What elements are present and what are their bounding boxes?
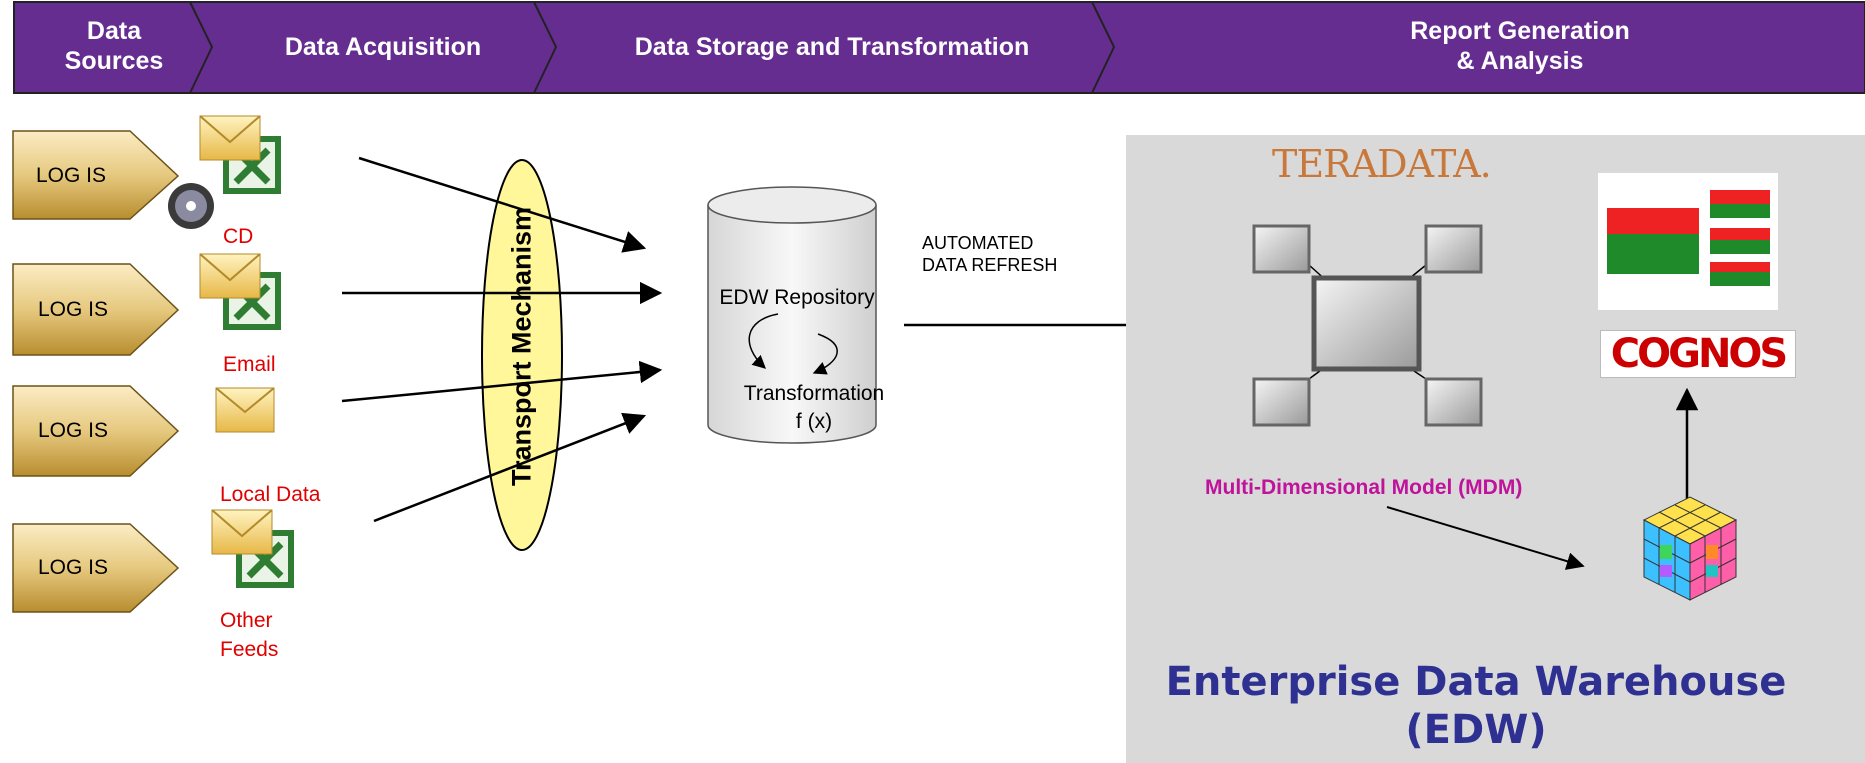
email-excel-icon-3 xyxy=(211,509,294,588)
log-is-label-3: LOG IS xyxy=(38,419,109,442)
header-stage-storage: Data Storage and Transformation xyxy=(634,33,1030,61)
header-divider-2 xyxy=(533,1,558,94)
header-stage-data-acquisition: Data Acquisition xyxy=(284,33,482,61)
log-shape-4 xyxy=(12,523,180,613)
email-excel-icon-2 xyxy=(199,253,281,330)
edw-title: Enterprise Data Warehouse(EDW) xyxy=(1165,659,1787,753)
transport-ellipse xyxy=(481,159,563,551)
star-schema-icon xyxy=(1252,224,1483,427)
mdm-label: Multi-Dimensional Model (MDM) xyxy=(1205,476,1523,499)
header-stage-report: Report Generation& Analysis xyxy=(1410,17,1630,75)
repository-cylinder xyxy=(707,205,877,444)
cd-icon xyxy=(168,183,214,229)
arrow-feed-4 xyxy=(373,412,647,523)
transport-mechanism-label: Transport Mechanism xyxy=(506,206,537,487)
log-shape-2 xyxy=(12,263,180,356)
log-shape-1 xyxy=(12,130,180,220)
report-chart-icon xyxy=(1598,173,1778,310)
feed-label-email: Email xyxy=(223,353,276,376)
log-shape-3 xyxy=(12,385,180,477)
log-is-label-2: LOG IS xyxy=(38,298,109,321)
cycle-arrow-1 xyxy=(748,313,779,369)
header-divider-1 xyxy=(189,1,214,94)
header-band xyxy=(13,1,1865,94)
transport-mechanism: Transport Mechanism xyxy=(482,160,562,550)
log-is-label-1: LOG IS xyxy=(36,164,107,187)
teradata-logo: TERADATA. xyxy=(1272,142,1492,186)
cube-icon xyxy=(1642,496,1738,601)
mdm-to-cube-arrow xyxy=(1386,506,1585,570)
header-divider-3 xyxy=(1091,1,1116,94)
arrow-feed-3 xyxy=(341,360,663,403)
repository-name: EDW Repository xyxy=(719,286,875,309)
email-icon xyxy=(215,387,275,433)
feed-label-cd: CD xyxy=(223,225,254,248)
log-is-label-4: LOG IS xyxy=(38,556,109,579)
arrow-feed-1 xyxy=(358,156,647,253)
email-excel-icon-1 xyxy=(199,115,281,194)
cognos-logo: COGNOS xyxy=(1600,330,1796,378)
feed-label-local-data: Local Data xyxy=(220,483,321,506)
cycle-arrow-2 xyxy=(812,333,838,375)
